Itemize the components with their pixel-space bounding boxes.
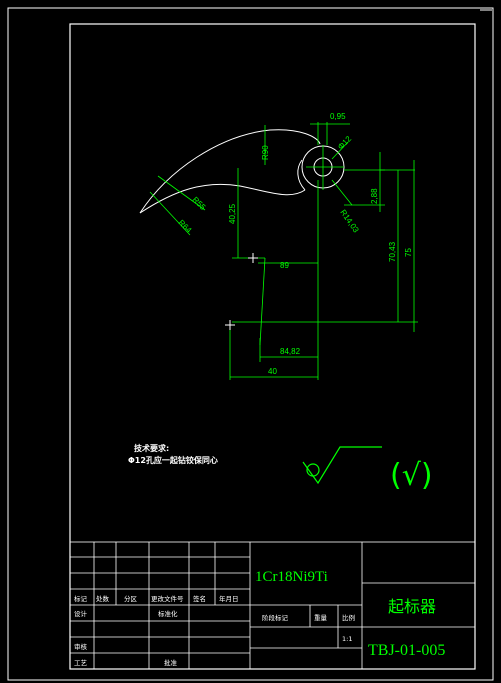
dimension-lines (149, 122, 418, 380)
label-zone: 分区 (124, 594, 138, 603)
label-approve: 批准 (164, 658, 178, 667)
dim-phi12: Φ12 (336, 134, 354, 152)
surface-roughness-symbol (302, 446, 382, 485)
tech-notes-line1: Φ12孔应一起钻铰保同心 (128, 455, 218, 465)
tech-notes-title: 技术要求: (134, 443, 169, 453)
outer-arc (139, 129, 321, 214)
reference-crosshairs (225, 253, 258, 330)
part-name: 起标器 (388, 597, 436, 616)
technical-notes: 技术要求: Φ12孔应一起钻铰保同心 (128, 443, 218, 465)
label-review: 审核 (74, 642, 88, 651)
label-date: 年月日 (219, 594, 239, 603)
label-count: 处数 (96, 594, 110, 603)
label-standardize: 标准化 (158, 609, 178, 618)
label-mark: 标记 (74, 594, 88, 603)
label-weight: 重量 (314, 614, 328, 622)
scale-value: 1:1 (342, 635, 352, 643)
dim-40-25: 40,25 (228, 203, 237, 224)
dim-r90: R90 (261, 145, 270, 160)
title-block-grid (69, 541, 476, 670)
roughness-note: (√) (390, 458, 433, 493)
part-outline (139, 129, 345, 214)
label-design: 设计 (74, 609, 88, 618)
material-text: 1Cr18Ni9Ti (255, 569, 328, 585)
label-scale: 比例 (342, 613, 355, 622)
inner-arc (139, 183, 306, 214)
dim-r55: R55 (191, 195, 208, 212)
roughness-check (302, 446, 382, 485)
dim-75: 75 (404, 248, 413, 257)
title-block-labels: 标记 处数 分区 更改文件号 签名 年月日 设计 标准化 阶段标记 重量 比例 … (74, 594, 355, 667)
dim-2-88: 2,88 (370, 188, 379, 204)
dim-0-95: 0,95 (330, 112, 346, 121)
label-stage-mark: 阶段标记 (262, 613, 289, 622)
dim-40: 40 (268, 367, 277, 376)
dim-70-43: 70,43 (388, 241, 397, 262)
dim-r64: R64 (177, 218, 194, 235)
dim-r14-03: R14,03 (338, 208, 360, 235)
label-signature: 签名 (193, 594, 206, 603)
label-change-doc: 更改文件号 (151, 594, 184, 603)
dim-84-82: 84,82 (280, 347, 301, 356)
sheet-border (7, 7, 494, 681)
label-process: 工艺 (74, 659, 88, 667)
dim-89: 89 (280, 261, 289, 270)
hub-blend (297, 159, 306, 191)
dimension-labels: 0,95 Φ12 R90 R55 R64 40,25 R14,03 2,88 7… (177, 112, 413, 376)
drawing-number: TBJ-01-005 (368, 642, 445, 659)
